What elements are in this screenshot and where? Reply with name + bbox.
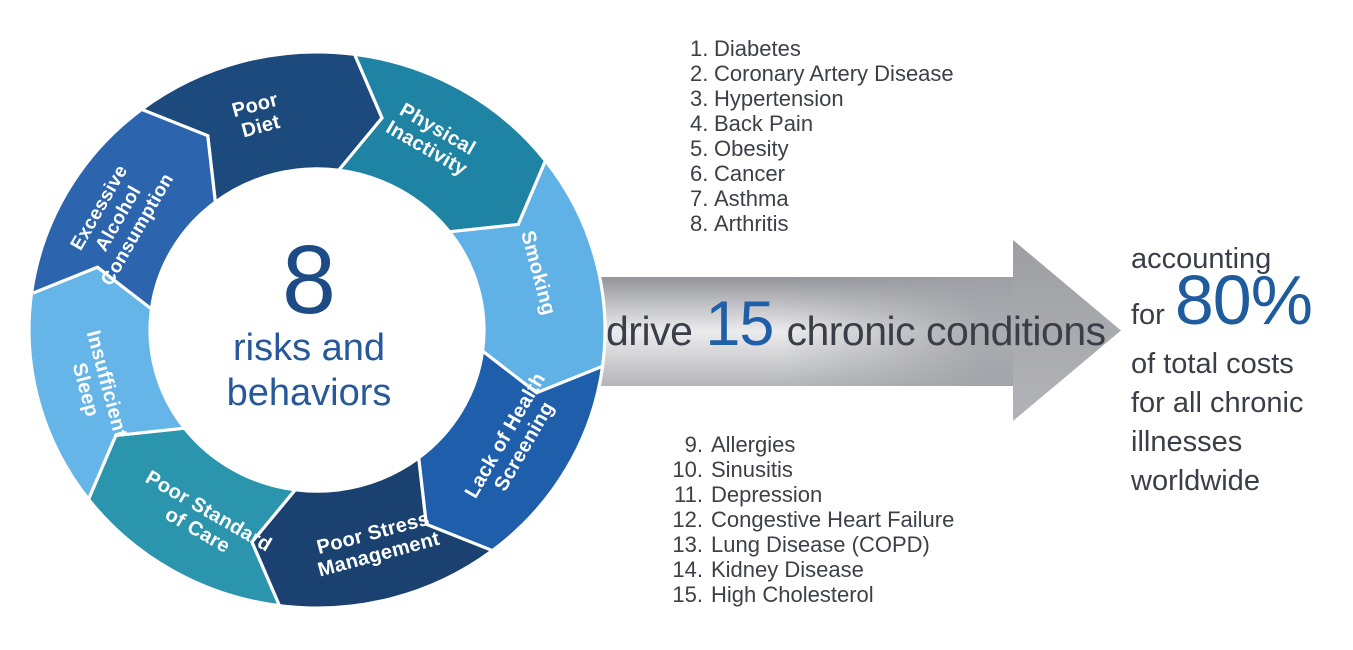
outcome-block: accounting for 80% of total costs for all… [1131, 240, 1313, 501]
wheel-center-number: 8 [282, 225, 336, 334]
condition-name: Obesity [714, 136, 789, 161]
condition-name: Congestive Heart Failure [711, 507, 955, 532]
condition-name: Asthma [714, 186, 789, 211]
flow-arrow-body [588, 277, 1015, 386]
condition-name: Diabetes [714, 36, 801, 61]
arrow-caption: drive 15 chronic conditions [606, 288, 1106, 360]
wheel-center-caption-line2: behaviors [226, 372, 392, 414]
wheel-segment-physical-inactivity [335, 52, 548, 234]
outcome-line: for all chronic [1131, 387, 1304, 419]
condition-name: Sinusitis [711, 457, 793, 482]
outcome-line: worldwide [1131, 465, 1260, 497]
condition-number: 15. [672, 582, 703, 607]
condition-name: Lung Disease (COPD) [711, 532, 930, 557]
outcome-line-accounting: accounting [1131, 243, 1272, 275]
wheel-segment-lack-of-health-screening [416, 348, 605, 553]
outcome-word-for: for [1131, 299, 1165, 331]
wheel-center-caption-line1: risks and [232, 327, 386, 369]
condition-number: 10. [672, 457, 703, 482]
outcome-percent-row: for 80% [1131, 261, 1313, 341]
condition-number: 7. [690, 186, 709, 211]
condition-number: 12. [672, 507, 703, 532]
risk-wheel [27, 50, 607, 610]
condition-number: 4. [690, 111, 709, 136]
condition-name: Arthritis [714, 211, 789, 236]
wheel-segment-poor-standard-of-care [86, 426, 299, 608]
condition-name: Allergies [711, 432, 796, 457]
condition-name: Back Pain [714, 111, 814, 136]
condition-number: 14. [672, 557, 703, 582]
condition-number: 9. [684, 432, 703, 457]
condition-number: 2. [690, 61, 709, 86]
arrow-words-chronic-conditions: chronic conditions [786, 308, 1106, 354]
condition-name: Cancer [714, 161, 785, 186]
outcome-line: of total costs [1131, 348, 1294, 380]
wheel-segment-excessive-alcohol-consumption [29, 107, 218, 312]
outcome-percent: 80% [1174, 261, 1313, 339]
condition-number: 8. [690, 211, 709, 236]
condition-number: 6. [690, 161, 709, 186]
condition-number: 11. [674, 482, 703, 507]
condition-name: Depression [711, 482, 823, 507]
conditions-list-9-15: 9. Allergies 10. Sinusitis 11. Depression 12. C… [663, 432, 954, 607]
condition-name: Hypertension [714, 86, 844, 111]
condition-number: 5. [690, 136, 709, 161]
condition-name: Kidney Disease [711, 557, 864, 582]
condition-number: 13. [672, 532, 703, 557]
condition-number: 1. [690, 36, 709, 61]
outcome-trailing-lines: of total costs for all chronic illnesses wo… [1131, 345, 1312, 501]
outcome-line: illnesses [1131, 426, 1243, 458]
condition-name: High Cholesterol [711, 582, 874, 607]
condition-number: 3. [690, 86, 709, 111]
arrow-word-drive: drive [606, 308, 693, 354]
arrow-number-15: 15 [705, 289, 774, 359]
condition-name: Coronary Artery Disease [714, 61, 954, 86]
